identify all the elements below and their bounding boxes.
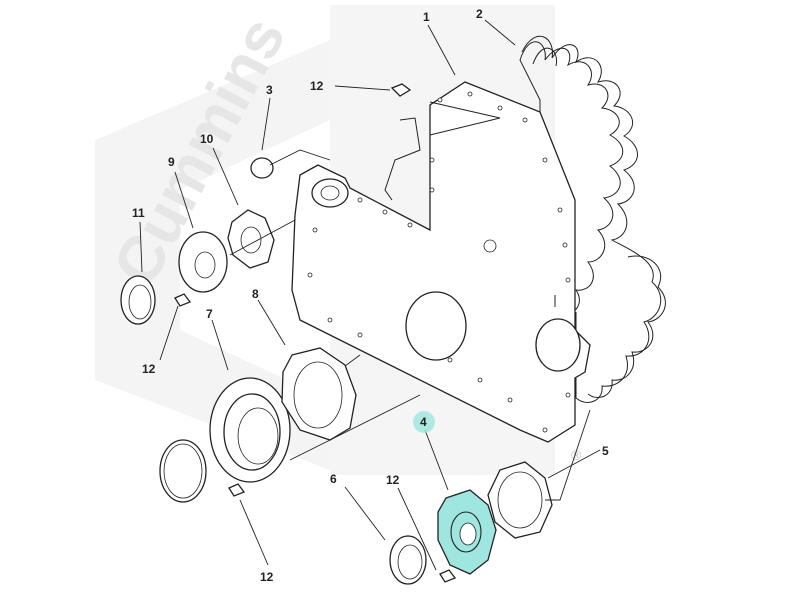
gear-cover [291, 81, 591, 443]
oil-seal-small [120, 275, 156, 325]
gear-housing-gasket [519, 35, 666, 403]
callout-12-left: 12 [142, 362, 156, 376]
callout-12-middle: 12 [386, 473, 400, 487]
callout-8: 8 [252, 287, 259, 301]
gasket-large [281, 347, 357, 441]
callout-2: 2 [476, 7, 483, 21]
gasket-small [227, 209, 275, 269]
plug [250, 149, 331, 179]
callout-11: 11 [132, 206, 145, 220]
capscrews [174, 83, 457, 583]
callout-12-top: 12 [310, 79, 324, 93]
callout-labels: 1 2 3 4 5 6 7 8 9 10 11 12 12 12 12 [132, 7, 609, 584]
callout-7: 7 [206, 307, 213, 321]
callout-leaders [139, 19, 601, 571]
registered-mark: ® [571, 447, 582, 463]
callout-4: 4 [420, 415, 427, 429]
callout-1: 1 [423, 10, 430, 24]
callout-12-bottom: 12 [260, 570, 274, 584]
cover-plate-small [178, 219, 296, 293]
oil-seal-ring [159, 439, 207, 503]
cover-plate-highlighted [437, 489, 497, 575]
callout-6: 6 [330, 472, 337, 486]
oil-seal-rear [389, 535, 427, 585]
callout-10: 10 [200, 132, 214, 146]
callout-3: 3 [266, 83, 273, 97]
cover-plate-large [209, 354, 421, 483]
callout-4-highlight [413, 411, 435, 433]
callout-5: 5 [602, 444, 609, 458]
callout-9: 9 [168, 155, 175, 169]
gasket-rear [487, 409, 591, 539]
